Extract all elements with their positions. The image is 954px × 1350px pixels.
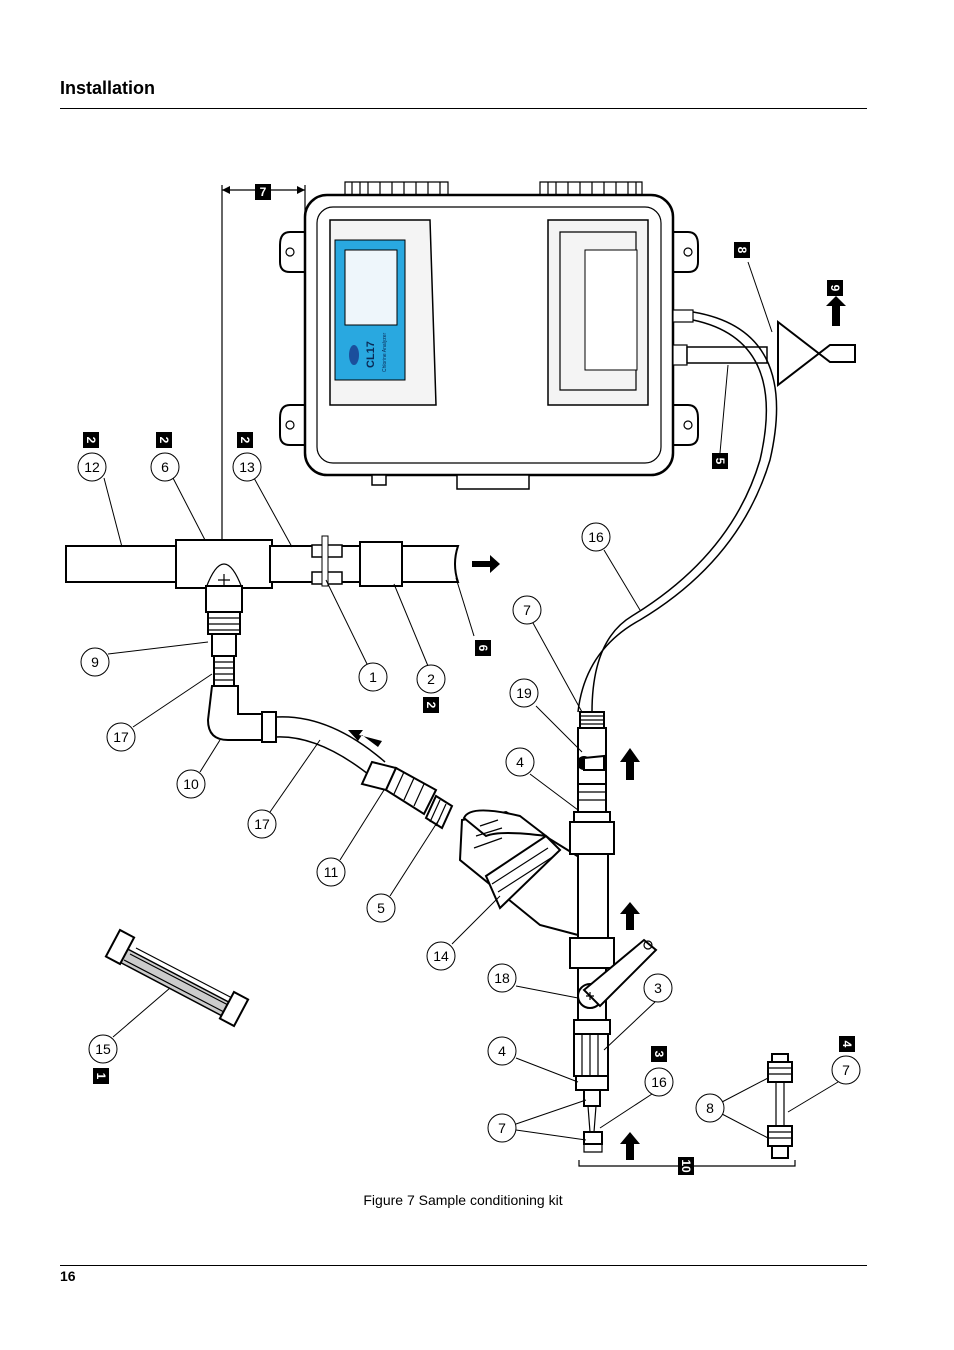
flow-arrow-icon bbox=[620, 1132, 640, 1160]
svg-text:3: 3 bbox=[652, 1051, 666, 1058]
svg-text:6: 6 bbox=[476, 645, 490, 652]
callout-13: 13 bbox=[232, 452, 262, 482]
tag-6: 6 bbox=[475, 640, 491, 656]
tag-3: 3 bbox=[651, 1046, 667, 1062]
flow-arrow-icon bbox=[348, 730, 382, 747]
section-title: Installation bbox=[60, 78, 156, 98]
svg-text:15: 15 bbox=[95, 1041, 111, 1057]
svg-text:2: 2 bbox=[424, 702, 438, 709]
callout-1: 1 bbox=[358, 662, 388, 692]
svg-text:2: 2 bbox=[238, 437, 252, 444]
analyzer-enclosure: CL17 Chlorine Analyzer bbox=[279, 181, 768, 490]
callout-2: 2 bbox=[416, 664, 446, 694]
callout-6: 6 bbox=[150, 452, 180, 482]
callout-4: 4 bbox=[505, 747, 535, 777]
callout-7: 7 bbox=[487, 1113, 517, 1143]
tag-2: 2 bbox=[237, 432, 253, 448]
footer-rule bbox=[60, 1265, 867, 1266]
svg-text:7: 7 bbox=[842, 1062, 850, 1078]
callout-7: 7 bbox=[831, 1055, 861, 1085]
leader-lines bbox=[103, 261, 839, 1141]
svg-text:10: 10 bbox=[679, 1159, 693, 1173]
device-subtitle: Chlorine Analyzer bbox=[382, 332, 388, 372]
flow-arrow-icon bbox=[472, 555, 500, 573]
svg-text:5: 5 bbox=[713, 458, 727, 465]
figure-caption: Figure 7 Sample conditioning kit bbox=[363, 1192, 563, 1208]
svg-text:10: 10 bbox=[183, 776, 199, 792]
svg-text:12: 12 bbox=[84, 459, 100, 475]
vertical-manifold bbox=[569, 711, 658, 1153]
svg-text:19: 19 bbox=[516, 685, 532, 701]
svg-text:16: 16 bbox=[651, 1074, 667, 1090]
svg-text:9: 9 bbox=[828, 285, 842, 292]
filter-housing bbox=[458, 809, 608, 937]
callout-19: 19 bbox=[509, 678, 539, 708]
device-model: CL17 bbox=[365, 341, 377, 368]
svg-text:9: 9 bbox=[91, 654, 99, 670]
svg-text:4: 4 bbox=[516, 754, 524, 770]
svg-text:13: 13 bbox=[239, 459, 255, 475]
svg-text:17: 17 bbox=[113, 729, 129, 745]
callout-16: 16 bbox=[644, 1067, 674, 1097]
tag-5: 5 bbox=[712, 453, 728, 469]
svg-text:3: 3 bbox=[654, 980, 662, 996]
header-rule bbox=[60, 108, 867, 109]
svg-text:17: 17 bbox=[254, 816, 270, 832]
tag-1: 1 bbox=[93, 1068, 109, 1084]
page-number: 16 bbox=[60, 1268, 76, 1284]
svg-text:1: 1 bbox=[94, 1073, 108, 1080]
tag-4: 4 bbox=[839, 1036, 855, 1052]
callout-9: 9 bbox=[80, 647, 110, 677]
callout-12: 12 bbox=[77, 452, 107, 482]
callout-17: 17 bbox=[106, 722, 136, 752]
callout-15: 15 bbox=[88, 1034, 118, 1064]
sample-line-tee bbox=[65, 535, 460, 687]
svg-text:18: 18 bbox=[494, 970, 510, 986]
svg-text:7: 7 bbox=[260, 185, 267, 199]
callout-17: 17 bbox=[247, 809, 277, 839]
callout-7: 7 bbox=[512, 595, 542, 625]
quick-connect-fitting bbox=[360, 760, 454, 830]
svg-text:4: 4 bbox=[498, 1043, 506, 1059]
svg-text:7: 7 bbox=[498, 1120, 506, 1136]
callout-5: 5 bbox=[366, 893, 396, 923]
callout-14: 14 bbox=[426, 941, 456, 971]
tag-8: 8 bbox=[734, 242, 750, 258]
callout-11: 11 bbox=[316, 857, 346, 887]
svg-text:4: 4 bbox=[840, 1041, 854, 1048]
svg-text:16: 16 bbox=[588, 529, 604, 545]
tag-10: 10 bbox=[678, 1157, 694, 1175]
tag-9: 9 bbox=[827, 280, 843, 296]
svg-text:1: 1 bbox=[369, 669, 377, 685]
svg-text:2: 2 bbox=[427, 671, 435, 687]
tag-7: 7 bbox=[255, 184, 271, 200]
svg-text:11: 11 bbox=[324, 864, 339, 880]
svg-text:2: 2 bbox=[84, 437, 98, 444]
svg-text:2: 2 bbox=[157, 437, 171, 444]
svg-text:5: 5 bbox=[377, 900, 385, 916]
tag-2: 2 bbox=[156, 432, 172, 448]
callout-16: 16 bbox=[581, 522, 611, 552]
callout-18: 18 bbox=[487, 963, 517, 993]
svg-text:14: 14 bbox=[433, 948, 449, 964]
tag-2: 2 bbox=[83, 432, 99, 448]
callout-8: 8 bbox=[695, 1093, 725, 1123]
tubing-assembly bbox=[767, 1053, 793, 1159]
elbow-fitting bbox=[206, 685, 277, 743]
svg-text:8: 8 bbox=[735, 247, 749, 254]
svg-text:6: 6 bbox=[161, 459, 169, 475]
flow-arrow-icon bbox=[620, 748, 640, 780]
svg-text:8: 8 bbox=[706, 1100, 714, 1116]
callout-3: 3 bbox=[643, 973, 673, 1003]
drain-funnel bbox=[777, 319, 856, 388]
callout-4: 4 bbox=[487, 1036, 517, 1066]
callout-10: 10 bbox=[176, 769, 206, 799]
svg-text:7: 7 bbox=[523, 602, 531, 618]
filter-element bbox=[104, 928, 250, 1028]
flow-arrow-icon bbox=[826, 296, 846, 326]
tag-2: 2 bbox=[423, 697, 439, 713]
flow-arrow-icon bbox=[620, 902, 640, 930]
